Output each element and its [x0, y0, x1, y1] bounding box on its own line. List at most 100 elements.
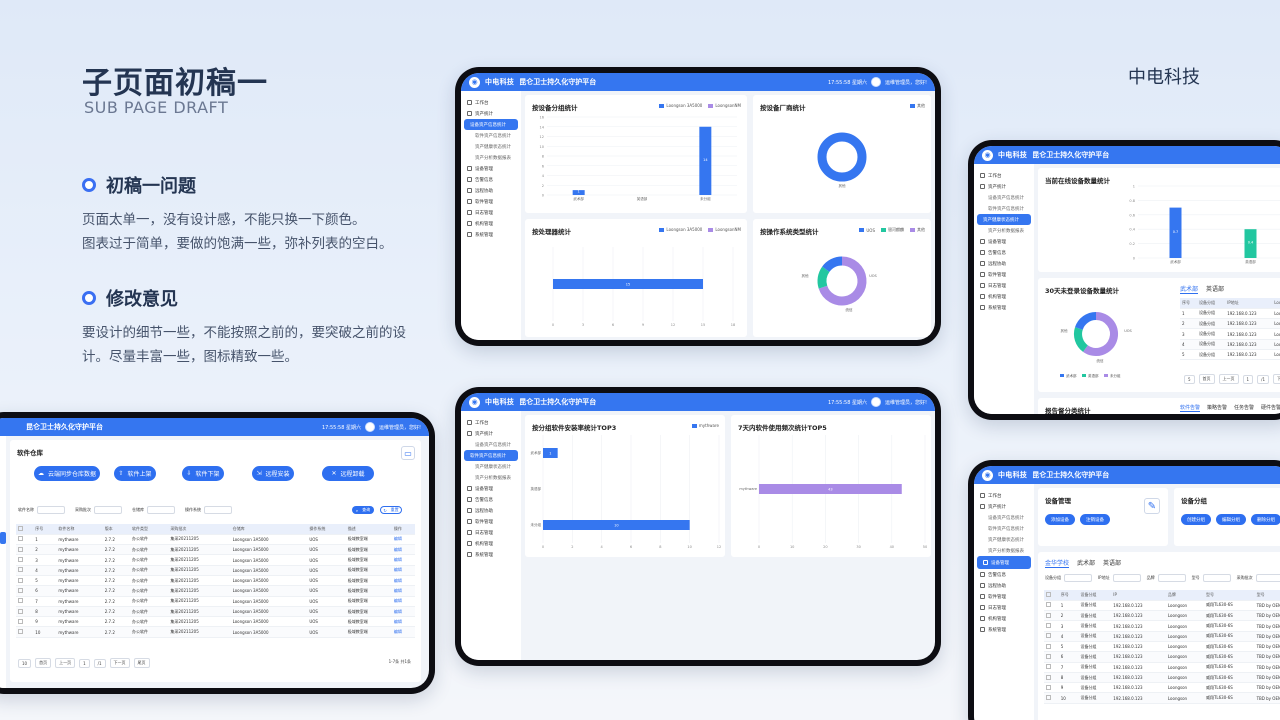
- sidebar-item-asset-health[interactable]: 资产健康状态统计: [977, 214, 1031, 225]
- user-greeting[interactable]: 运维管理员，您好!: [884, 79, 927, 86]
- row-checkbox[interactable]: [16, 596, 34, 607]
- page-control[interactable]: 10: [18, 658, 32, 668]
- filter-field[interactable]: 设备分组: [1045, 574, 1092, 582]
- sidebar-item-workbench[interactable]: 工作台: [974, 490, 1034, 501]
- filter-field[interactable]: 型号: [1192, 574, 1231, 582]
- edit-link[interactable]: 编辑: [391, 585, 415, 597]
- row-checkbox[interactable]: [1044, 662, 1059, 673]
- row-checkbox[interactable]: [1044, 672, 1059, 684]
- sidebar-item-software-mgmt[interactable]: 软件管理: [974, 269, 1034, 280]
- sidebar-item-software-mgmt[interactable]: 软件管理: [461, 196, 521, 207]
- page-control[interactable]: /1: [93, 658, 106, 668]
- edit-link[interactable]: 编辑: [391, 596, 415, 607]
- page-control[interactable]: 1: [1242, 374, 1254, 384]
- row-checkbox[interactable]: [1044, 610, 1059, 622]
- tab-hardware-alarm[interactable]: 硬件告警: [1261, 405, 1280, 411]
- sidebar-item-log[interactable]: 日志管理: [974, 280, 1034, 291]
- remote-install-button[interactable]: ⇲远程安装: [252, 466, 294, 481]
- remote-uninstall-button[interactable]: ✕远程卸载: [322, 466, 374, 481]
- sidebar-item-system[interactable]: 系统管理: [974, 624, 1034, 635]
- tab-task-alarm[interactable]: 任务告警: [1234, 405, 1255, 411]
- sidebar-item-device-mgmt[interactable]: 设备管理: [977, 556, 1031, 569]
- sidebar-item-assets[interactable]: 资产统计: [461, 108, 521, 119]
- sidebar-item-device-mgmt[interactable]: 设备管理: [974, 236, 1034, 247]
- row-checkbox[interactable]: [1044, 692, 1059, 704]
- sidebar-item-system[interactable]: 系统管理: [461, 549, 521, 560]
- sidebar-item-asset-health[interactable]: 资产健康状态统计: [475, 464, 511, 470]
- sidebar-item-remote[interactable]: 远程协助: [461, 505, 521, 516]
- sidebar-item-log[interactable]: 日志管理: [974, 602, 1034, 613]
- edit-link[interactable]: 编辑: [391, 534, 415, 546]
- sidebar-item-device-mgmt[interactable]: 设备管理: [461, 163, 521, 174]
- page-control[interactable]: 首页: [1198, 374, 1215, 384]
- row-checkbox[interactable]: [16, 554, 34, 566]
- sidebar-item-remote[interactable]: 远程协助: [974, 258, 1034, 269]
- page-control[interactable]: 下一页: [1273, 374, 1280, 384]
- tab-policy-alarm[interactable]: 策略告警: [1207, 405, 1228, 411]
- sidebar-item-device-mgmt[interactable]: 设备管理: [461, 483, 521, 494]
- filter-field[interactable]: 采购批次: [1237, 574, 1280, 582]
- sidebar-item-assets[interactable]: 资产统计: [461, 428, 521, 439]
- sidebar-item-alarm[interactable]: 告警信息: [974, 569, 1034, 580]
- sidebar-item-alarm[interactable]: 告警信息: [461, 494, 521, 505]
- edit-link[interactable]: 编辑: [391, 544, 415, 556]
- edit-group-button[interactable]: 编辑分组: [1216, 514, 1246, 525]
- avatar[interactable]: [870, 397, 881, 407]
- avatar[interactable]: [364, 422, 375, 432]
- edit-link[interactable]: 编辑: [391, 616, 415, 628]
- page-control[interactable]: 下一页: [109, 658, 130, 668]
- user-greeting[interactable]: 运维管理员，您好!: [378, 424, 421, 431]
- page-control[interactable]: 5: [1184, 374, 1195, 384]
- row-checkbox[interactable]: [16, 534, 34, 546]
- row-checkbox[interactable]: [1044, 651, 1059, 663]
- sidebar-item-alarm[interactable]: 告警信息: [461, 174, 521, 185]
- filter-field[interactable]: 操作系统: [185, 506, 232, 514]
- sidebar-item-system[interactable]: 系统管理: [974, 302, 1034, 313]
- row-checkbox[interactable]: [16, 575, 34, 587]
- sidebar-item-device-assets[interactable]: 设备资产信息统计: [464, 119, 518, 130]
- reset-button[interactable]: ↻重置: [380, 506, 402, 514]
- sidebar-item-alarm[interactable]: 告警信息: [974, 247, 1034, 258]
- page-control[interactable]: 1: [79, 658, 90, 668]
- sidebar-item-asset-health[interactable]: 资产健康状态统计: [475, 144, 511, 150]
- sidebar-item-org[interactable]: 机构管理: [461, 218, 521, 229]
- edit-link[interactable]: 编辑: [391, 606, 415, 618]
- row-checkbox[interactable]: [1044, 600, 1059, 612]
- sidebar-item-software-assets[interactable]: 软件资产信息统计: [475, 133, 511, 139]
- row-checkbox[interactable]: [1044, 631, 1059, 642]
- sidebar-item-device-assets[interactable]: 设备资产信息统计: [988, 195, 1024, 201]
- sidebar-item-org[interactable]: 机构管理: [974, 291, 1034, 302]
- wrench-icon[interactable]: ✎: [1144, 498, 1160, 514]
- row-checkbox[interactable]: [16, 626, 34, 638]
- sidebar-item-device-assets[interactable]: 设备资产信息统计: [988, 515, 1024, 521]
- page-control[interactable]: /1: [1257, 374, 1269, 384]
- page-control[interactable]: 上一页: [55, 658, 76, 668]
- sidebar-item-asset-health[interactable]: 资产健康状态统计: [988, 537, 1024, 543]
- tab-wushu[interactable]: 武术部: [1180, 286, 1199, 294]
- sidebar-item-assets[interactable]: 资产统计: [974, 501, 1034, 512]
- sidebar-item-software-mgmt[interactable]: 软件管理: [461, 516, 521, 527]
- deregister-device-button[interactable]: 注销设备: [1080, 514, 1110, 525]
- select-all-checkbox[interactable]: [1044, 590, 1059, 601]
- tab-school[interactable]: 金华学校: [1045, 560, 1070, 568]
- select-all-checkbox[interactable]: [16, 524, 34, 535]
- filter-field[interactable]: 软件名称: [18, 506, 65, 514]
